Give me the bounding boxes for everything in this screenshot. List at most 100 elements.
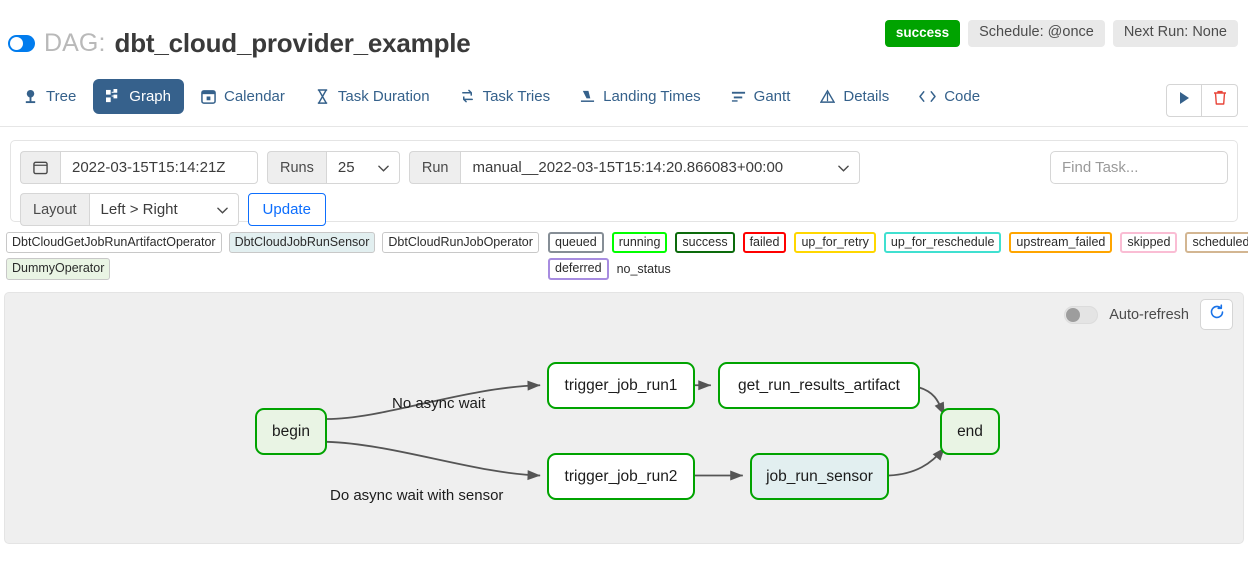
- chevron-down-icon: [838, 159, 850, 176]
- edge-label-do-async-wait: Do async wait with sensor: [330, 487, 504, 504]
- legend-status-skipped[interactable]: skipped: [1120, 232, 1178, 254]
- schedule-badge[interactable]: Schedule: @once: [968, 20, 1105, 47]
- tab-details[interactable]: Details: [807, 79, 902, 114]
- edge-label-no-async-wait: No async wait: [392, 395, 486, 412]
- edge-artifact-to-end: [918, 386, 946, 416]
- layout-select-value: Left > Right: [100, 201, 178, 218]
- tab-task-duration[interactable]: Task Duration: [302, 79, 443, 114]
- legend-status-scheduled[interactable]: scheduled: [1185, 232, 1248, 254]
- graph-edges: [326, 380, 946, 481]
- status-legend: queued running success failed up_for_ret…: [548, 232, 1248, 280]
- chevron-down-icon: [378, 159, 389, 176]
- execution-date-group: 2022-03-15T15:14:21Z: [20, 151, 258, 184]
- graph-node-get-run-results-artifact[interactable]: get_run_results_artifact: [718, 362, 920, 409]
- tab-landing-times[interactable]: Landing Times: [567, 79, 714, 114]
- operator-legend-row: DummyOperator: [6, 258, 546, 280]
- gantt-icon: [731, 89, 746, 104]
- graph-panel: Auto-refresh begin trigger_job_run1 get_…: [4, 292, 1244, 544]
- trash-icon: [1213, 90, 1227, 111]
- triangle-alert-icon: [820, 89, 836, 104]
- edge-begin-to-trigger1: [326, 380, 541, 420]
- legend-status-success[interactable]: success: [675, 232, 735, 254]
- legend-status-up-for-reschedule[interactable]: up_for_reschedule: [883, 232, 1002, 254]
- tab-code[interactable]: Code: [906, 79, 993, 114]
- run-select[interactable]: manual__2022-03-15T15:14:20.866083+00:00: [460, 151, 861, 184]
- controls-row-primary: 2022-03-15T15:14:21Z Runs 25 Run manual_…: [20, 151, 1228, 184]
- dag-pause-toggle[interactable]: [8, 35, 35, 52]
- legend-status-deferred[interactable]: deferred: [548, 258, 609, 280]
- trigger-dag-button[interactable]: [1166, 84, 1202, 117]
- tab-tree-label: Tree: [46, 88, 77, 105]
- tab-task-tries[interactable]: Task Tries: [447, 79, 564, 114]
- page-header: DAG: dbt_cloud_provider_example success …: [0, 0, 1248, 72]
- run-label: Run: [408, 151, 461, 184]
- header-badges: success Schedule: @once Next Run: None: [884, 20, 1238, 47]
- runs-group: Runs 25: [267, 151, 400, 184]
- legend: DbtCloudGetJobRunArtifactOperator DbtClo…: [0, 230, 1248, 288]
- edge-begin-to-trigger2: [326, 440, 541, 481]
- update-button[interactable]: Update: [247, 193, 326, 226]
- graph-node-end[interactable]: end: [940, 408, 1000, 455]
- run-select-value: manual__2022-03-15T15:14:20.866083+00:00: [472, 159, 784, 176]
- layout-label: Layout: [20, 193, 89, 226]
- tab-list: Tree Graph Calendar Task Duration Task T: [10, 79, 993, 114]
- tab-task-tries-label: Task Tries: [482, 88, 551, 105]
- graph-node-job-run-sensor[interactable]: job_run_sensor: [750, 453, 889, 500]
- legend-operator-chip[interactable]: DbtCloudGetJobRunArtifactOperator: [6, 232, 222, 254]
- graph-icon: [106, 89, 121, 104]
- page-title: dbt_cloud_provider_example: [114, 28, 471, 58]
- legend-operator-chip[interactable]: DummyOperator: [6, 258, 111, 280]
- tab-tree[interactable]: Tree: [10, 79, 89, 114]
- graph-node-begin[interactable]: begin: [255, 408, 327, 455]
- status-badge: success: [884, 20, 961, 47]
- tab-bar-actions: [1166, 84, 1238, 117]
- calendar-picker-icon[interactable]: [20, 151, 60, 184]
- runs-label: Runs: [267, 151, 326, 184]
- controls-row-secondary: Layout Left > Right Update: [20, 193, 1228, 226]
- tab-calendar[interactable]: Calendar: [188, 79, 298, 114]
- tab-gantt[interactable]: Gantt: [718, 79, 804, 114]
- layout-select[interactable]: Left > Right: [88, 193, 239, 226]
- runs-select-value: 25: [337, 159, 355, 176]
- code-icon: [919, 89, 936, 104]
- status-legend-row: deferred no_status: [548, 258, 1244, 280]
- graph-node-trigger-job-run2[interactable]: trigger_job_run2: [547, 453, 695, 500]
- legend-operator-chip[interactable]: DbtCloudRunJobOperator: [382, 232, 539, 254]
- graph-node-trigger-job-run1[interactable]: trigger_job_run1: [547, 362, 695, 409]
- next-run-badge: Next Run: None: [1112, 20, 1238, 47]
- controls-bar: 2022-03-15T15:14:21Z Runs 25 Run manual_…: [10, 140, 1238, 226]
- status-legend-row: queued running success failed up_for_ret…: [548, 232, 1248, 254]
- legend-status-upstream-failed[interactable]: upstream_failed: [1009, 232, 1113, 254]
- tab-task-duration-label: Task Duration: [337, 88, 430, 105]
- tab-graph[interactable]: Graph: [93, 79, 184, 114]
- legend-status-running[interactable]: running: [611, 232, 668, 254]
- edge-sensor-to-end: [887, 447, 946, 477]
- tab-calendar-label: Calendar: [224, 88, 285, 105]
- calendar-icon: [201, 89, 216, 104]
- landing-icon: [580, 89, 595, 104]
- dag-title: DAG: dbt_cloud_provider_example: [8, 28, 471, 59]
- run-group: Run manual__2022-03-15T15:14:20.866083+0…: [408, 151, 861, 184]
- find-task-input[interactable]: Find Task...: [1050, 151, 1228, 184]
- chevron-down-icon: [216, 201, 228, 218]
- play-icon: [1177, 91, 1191, 110]
- graph-canvas[interactable]: begin trigger_job_run1 get_run_results_a…: [5, 293, 1243, 543]
- legend-status-failed[interactable]: failed: [742, 232, 787, 254]
- operator-legend: DbtCloudGetJobRunArtifactOperator DbtClo…: [6, 232, 546, 280]
- legend-status-no-status: no_status: [616, 262, 671, 277]
- operator-legend-row: DbtCloudGetJobRunArtifactOperator DbtClo…: [6, 232, 546, 254]
- legend-status-up-for-retry[interactable]: up_for_retry: [794, 232, 876, 254]
- legend-status-queued[interactable]: queued: [548, 232, 604, 254]
- auto-refresh-toggle[interactable]: [1064, 305, 1099, 324]
- tree-icon: [23, 89, 38, 104]
- refresh-button[interactable]: [1200, 299, 1233, 330]
- legend-operator-chip[interactable]: DbtCloudJobRunSensor: [228, 232, 376, 254]
- execution-date-input[interactable]: 2022-03-15T15:14:21Z: [60, 151, 258, 184]
- runs-select[interactable]: 25: [325, 151, 400, 184]
- retry-icon: [460, 89, 475, 104]
- delete-dag-button[interactable]: [1202, 84, 1238, 117]
- refresh-icon: [1209, 304, 1225, 325]
- hourglass-icon: [315, 89, 330, 104]
- tab-gantt-label: Gantt: [753, 88, 791, 105]
- tab-graph-label: Graph: [129, 88, 171, 105]
